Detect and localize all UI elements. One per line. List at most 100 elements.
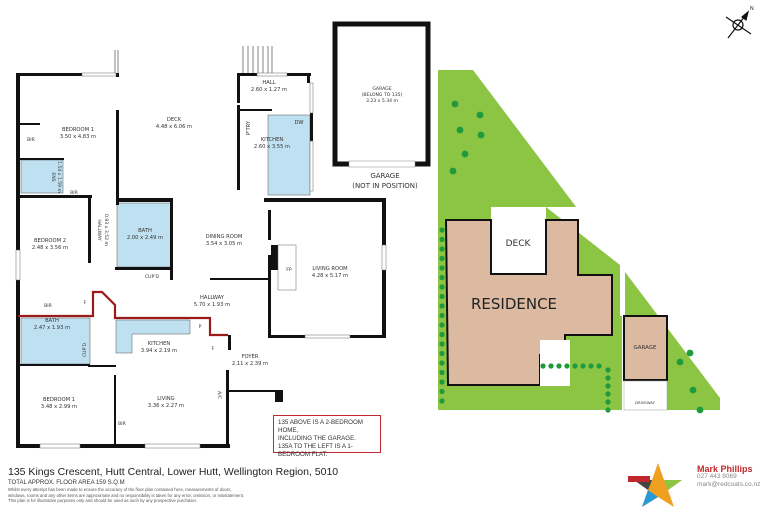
svg-text:LIVING ROOM: LIVING ROOM <box>312 266 347 272</box>
tree-icon <box>686 349 694 357</box>
compass-icon: N <box>725 6 754 39</box>
tree-icon <box>439 369 445 376</box>
agent-phone[interactable]: 027 443 8069 <box>697 473 737 480</box>
tree-icon <box>461 150 469 158</box>
svg-text:DECK: DECK <box>167 117 182 123</box>
site-garage-label: GARAGE <box>633 345 657 351</box>
tree-icon <box>696 406 704 414</box>
fireplace <box>277 244 297 291</box>
tree-icon <box>605 391 611 397</box>
trees <box>439 100 704 414</box>
tree-icon <box>439 341 445 347</box>
tree-icon <box>439 312 445 319</box>
tree-icon <box>439 331 445 338</box>
svg-text:FP: FP <box>286 267 292 273</box>
windows <box>15 72 387 449</box>
tree-icon <box>439 246 445 252</box>
svg-text:5.70 x 1.93 m: 5.70 x 1.93 m <box>194 302 230 308</box>
svg-text:BEDROOM 1: BEDROOM 1 <box>62 127 94 133</box>
svg-text:BATH: BATH <box>45 318 59 324</box>
north-label: N <box>750 6 754 12</box>
svg-text:GARAGE: GARAGE <box>372 86 391 92</box>
tree-icon <box>439 236 445 243</box>
svg-text:2.47 x 1.93 m: 2.47 x 1.93 m <box>34 325 70 331</box>
info-note: 135 ABOVE IS A 2-BEDROOM HOME, INCLUDING… <box>273 415 381 458</box>
svg-text:HALLWAY: HALLWAY <box>200 295 225 301</box>
room-labels: BEDROOM 1 3.50 x 4.83 m DECK 4.48 x 6.06… <box>32 80 348 410</box>
svg-text:3.94 x 2.19 m: 3.94 x 2.19 m <box>141 348 177 354</box>
svg-text:HALL: HALL <box>262 80 275 86</box>
svg-text:P'TRY: P'TRY <box>246 120 252 135</box>
tree-icon <box>439 255 445 262</box>
svg-text:3.54 x 3.05 m: 3.54 x 3.05 m <box>206 241 242 247</box>
tree-icon <box>605 375 611 381</box>
tree-icon <box>439 227 445 233</box>
svg-text:2.00 x 2.49 m: 2.00 x 2.49 m <box>127 235 163 241</box>
svg-text:2.11 x 2.39 m: 2.11 x 2.39 m <box>232 361 268 367</box>
tree-icon <box>439 398 445 404</box>
site-plan: DECK RESIDENCE GARAGE DRIVEWAY <box>438 70 720 414</box>
disclaimer-line: This plan is for illustrative purposes o… <box>8 498 198 504</box>
svg-text:F: F <box>84 300 87 306</box>
tree-icon <box>540 363 546 369</box>
svg-text:(NOT IN POSITION): (NOT IN POSITION) <box>352 182 418 190</box>
footer: 135 Kings Crescent, Hutt Central, Lower … <box>8 466 608 504</box>
svg-text:FOYER: FOYER <box>242 354 259 360</box>
tree-icon <box>689 386 697 394</box>
driveway-label: DRIVEWAY <box>635 400 656 405</box>
svg-text:KITCHEN: KITCHEN <box>261 137 284 143</box>
svg-text:3.48 x 2.99 m: 3.48 x 2.99 m <box>41 404 77 410</box>
svg-text:3.36 x 2.27 m: 3.36 x 2.27 m <box>148 403 184 409</box>
svg-text:KITCHEN: KITCHEN <box>148 341 171 347</box>
site-deck <box>491 207 546 275</box>
garage-plan: GARAGE (BELONG TO 135) 3.23 x 5.34 m GAR… <box>332 21 431 190</box>
svg-text:F: F <box>212 346 215 352</box>
tree-icon <box>477 131 485 139</box>
residence-label: RESIDENCE <box>471 295 557 313</box>
flat-boundary <box>18 290 228 337</box>
svg-text:HALLWAY: HALLWAY <box>96 219 102 240</box>
svg-text:3.23 x 5.34 m: 3.23 x 5.34 m <box>366 98 399 104</box>
svg-text:1.54 x 1.59 m: 1.54 x 1.59 m <box>56 161 62 194</box>
site-driveway <box>623 380 668 411</box>
tree-icon <box>439 284 445 290</box>
svg-text:A/C: A/C <box>216 391 222 399</box>
svg-text:2.60 x 1.27 m: 2.60 x 1.27 m <box>251 87 287 93</box>
svg-text:CUP'D: CUP'D <box>82 342 88 357</box>
tree-icon <box>605 367 611 373</box>
tree-icon <box>451 100 459 108</box>
tree-icon <box>439 293 445 300</box>
tree-icon <box>439 303 445 309</box>
tree-icon <box>548 363 554 369</box>
svg-text:CUP'D: CUP'D <box>145 274 160 280</box>
stairs <box>114 46 273 75</box>
agent-email[interactable]: mark@redcoats.co.nz <box>697 481 761 488</box>
svg-text:(BELONG TO 135): (BELONG TO 135) <box>362 92 403 98</box>
tree-icon <box>556 363 562 369</box>
fixture-labels: BIR BIR BIR BIR P'TRY DW CUP'D CUP'D FP … <box>27 120 303 427</box>
tree-icon <box>439 388 445 395</box>
tree-icon <box>605 399 611 405</box>
svg-text:4.48 x 6.06 m: 4.48 x 6.06 m <box>156 124 192 130</box>
tree-icon <box>439 322 445 328</box>
floor-area: TOTAL APPROX. FLOOR AREA 159 S.Q.M <box>8 480 125 486</box>
redcoats-logo <box>628 463 682 507</box>
svg-text:ENS: ENS <box>50 172 56 181</box>
tree-icon <box>596 363 602 369</box>
svg-text:BIR: BIR <box>118 421 127 427</box>
svg-text:P: P <box>199 324 202 330</box>
svg-text:4.28 x 5.17 m: 4.28 x 5.17 m <box>312 273 348 279</box>
tree-icon <box>572 363 578 369</box>
svg-text:BIR: BIR <box>70 190 79 196</box>
svg-text:LIVING: LIVING <box>157 396 174 402</box>
property-address: 135 Kings Crescent, Hutt Central, Lower … <box>8 466 339 478</box>
tree-icon <box>439 274 445 281</box>
tree-icon <box>588 363 594 369</box>
svg-text:BIR: BIR <box>27 137 36 143</box>
tree-icon <box>605 407 611 413</box>
svg-text:DINING ROOM: DINING ROOM <box>206 234 243 240</box>
tree-icon <box>456 126 464 134</box>
disclaimer-line: Whilst every attempt has been made to en… <box>8 487 232 492</box>
tree-icon <box>580 363 586 369</box>
